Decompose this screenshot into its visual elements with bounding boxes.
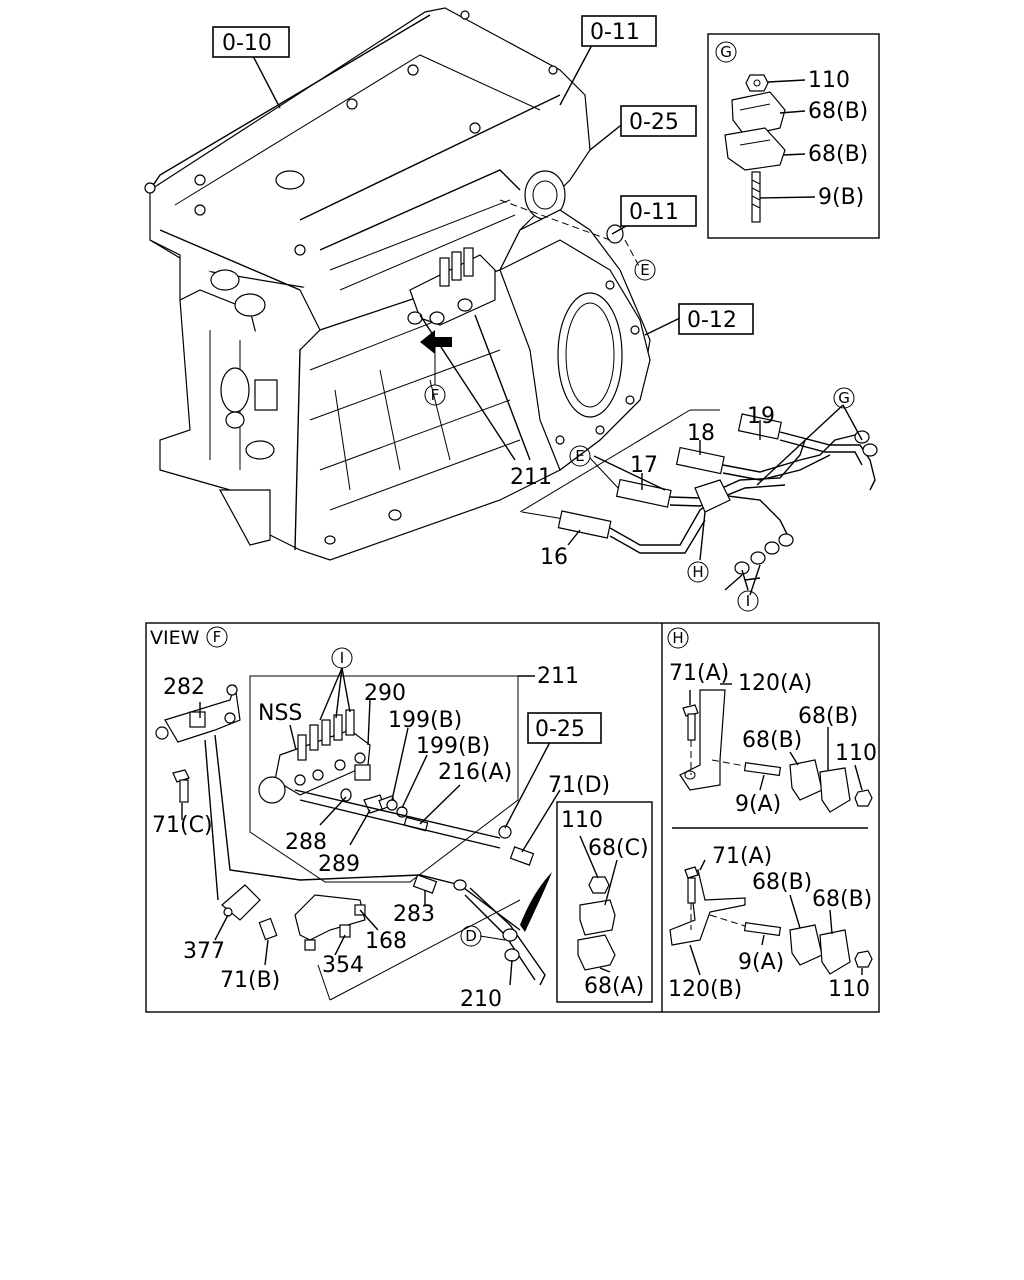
callout-letter: I — [746, 592, 750, 610]
part-label: 199(B) — [388, 708, 462, 733]
detail-h-box — [669, 683, 873, 976]
callout-letter: E — [640, 261, 649, 279]
part-label: 9(A) — [735, 792, 781, 817]
callout-letter: G — [720, 43, 732, 61]
part-label: 290 — [364, 681, 406, 706]
view-direction-arrow — [420, 330, 452, 354]
reference-label: 0-12 — [687, 308, 737, 333]
detail-h-labels: 71(A) 120(A) 68(B) 68(B) 110 9(A) 71(A) … — [668, 661, 877, 1002]
part-label: 283 — [393, 902, 435, 927]
detail-g-labels: 110 68(B) 68(B) 9(B) — [808, 68, 868, 210]
part-label: 17 — [630, 453, 658, 478]
part-label: 19 — [747, 404, 775, 429]
view-f-labels: VIEW 282 NSS 290 211 199(B) 199(B) 216(A… — [150, 627, 610, 1012]
part-label: 282 — [163, 675, 205, 700]
view-title: VIEW — [150, 627, 200, 649]
part-label: 168 — [365, 929, 407, 954]
part-label: 199(B) — [416, 734, 490, 759]
callout-letter: F — [431, 386, 440, 404]
part-label: 377 — [183, 939, 225, 964]
part-label: 211 — [510, 465, 552, 490]
part-label: 354 — [322, 953, 364, 978]
callout-circles: E E F G G H H I I D F — [206, 41, 855, 947]
part-label: 110 — [835, 741, 877, 766]
fuel-pipes-illustration — [519, 404, 878, 596]
reference-box-0-25-view — [527, 712, 602, 744]
part-label: 110 — [808, 68, 850, 93]
part-label: 110 — [828, 977, 870, 1002]
engine-block-illustration — [144, 7, 651, 561]
part-label: 71(C) — [152, 813, 213, 838]
part-label: 68(B) — [812, 887, 872, 912]
part-label: 288 — [285, 830, 327, 855]
main-part-labels: 211 19 18 17 16 — [510, 404, 775, 570]
reference-box-0-12 — [678, 303, 754, 335]
part-label: 110 — [561, 808, 603, 833]
callout-letter: E — [575, 447, 584, 465]
callout-letter: G — [838, 389, 850, 407]
part-label: 68(B) — [808, 142, 868, 167]
part-label: 68(B) — [752, 870, 812, 895]
part-label: 71(A) — [712, 844, 772, 869]
callout-letter: I — [340, 649, 344, 667]
part-label: 71(A) — [669, 661, 729, 686]
sub-box-labels: 110 68(C) 68(A) — [561, 808, 649, 999]
reference-label: 0-10 — [222, 31, 272, 56]
part-label: 210 — [460, 987, 502, 1012]
part-label: 211 — [537, 664, 579, 689]
clamp-detail-sub-box — [556, 801, 653, 1003]
reference-boxes: 0-10 0-11 0-25 0-11 0-12 0-25 — [212, 15, 754, 744]
part-label: 9(B) — [818, 185, 864, 210]
reference-label: 0-11 — [629, 200, 679, 225]
part-label: 120(A) — [738, 671, 812, 696]
reference-label: 0-11 — [590, 20, 640, 45]
part-label: 216(A) — [438, 760, 512, 785]
callout-letter: D — [465, 927, 477, 945]
reference-box-0-25 — [620, 105, 697, 137]
part-label: 71(B) — [220, 968, 280, 993]
part-label: 68(C) — [588, 836, 649, 861]
part-label: 9(A) — [738, 950, 784, 975]
part-label: 71(D) — [548, 773, 610, 798]
callout-letter: H — [692, 563, 703, 581]
part-label: 68(B) — [742, 728, 802, 753]
part-label: NSS — [258, 701, 302, 726]
reference-box-0-11-top — [581, 15, 657, 47]
detail-g-box — [707, 33, 880, 239]
reference-box-0-10 — [212, 26, 290, 58]
callout-letter: H — [672, 629, 683, 647]
part-label: 16 — [540, 545, 568, 570]
part-label: 18 — [687, 421, 715, 446]
part-label: 68(B) — [798, 704, 858, 729]
part-label: 68(B) — [808, 99, 868, 124]
part-label: 289 — [318, 852, 360, 877]
reference-label: 0-25 — [535, 717, 585, 742]
view-f-box — [145, 622, 880, 1013]
main-leader-lines — [251, 44, 681, 461]
reference-label: 0-25 — [629, 110, 679, 135]
part-label: 68(A) — [584, 974, 644, 999]
callout-letter: F — [213, 628, 222, 646]
part-label: 120(B) — [668, 977, 742, 1002]
reference-box-0-11 — [620, 195, 697, 227]
